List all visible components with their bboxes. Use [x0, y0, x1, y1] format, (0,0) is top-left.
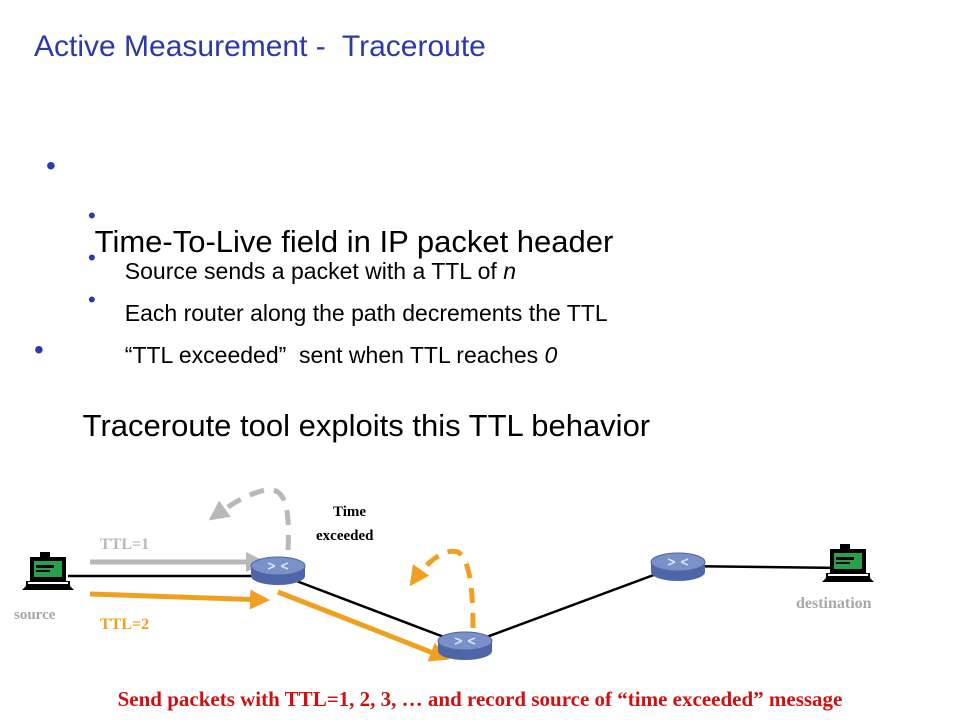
source-computer-icon — [22, 552, 74, 590]
router-3 — [650, 552, 706, 581]
bullet-marker: • — [88, 245, 96, 270]
router-1 — [250, 556, 306, 585]
sub-bullet-source-sends: • Source sends a packet with a TTL of n — [88, 203, 516, 285]
source-label: source — [14, 607, 56, 623]
destination-label: destination — [796, 595, 872, 612]
ttl2-label: TTL=2 — [100, 616, 149, 633]
ttl1-time-exceeded-return-arrow — [208, 487, 291, 551]
time-exceeded-label-line1: Time — [333, 504, 366, 520]
bullet-marker: • — [46, 150, 56, 181]
bullet-traceroute-tool: • Traceroute tool exploits this TTL beha… — [34, 334, 651, 444]
ttl1-label: TTL=1 — [100, 536, 149, 553]
bullet-marker: • — [88, 203, 96, 228]
network-links — [68, 564, 846, 647]
ttl2-arrow-segment2 — [277, 589, 450, 662]
bullet-marker: • — [88, 287, 96, 312]
bullet-traceroute-tool-text: Traceroute tool exploits this TTL behavi… — [82, 408, 651, 443]
sub-bullet-text: “TTL exceeded” sent when TTL reaches — [124, 342, 545, 368]
slide-title: Active Measurement - Traceroute — [34, 30, 486, 63]
bullet-marker: • — [34, 334, 44, 365]
time-exceeded-label-line2: exceeded — [316, 528, 374, 544]
footer-caption: Send packets with TTL=1, 2, 3, … and rec… — [117, 687, 843, 711]
destination-computer-icon — [822, 544, 874, 582]
router-icon — [454, 637, 476, 645]
ttl2-time-exceeded-return-arrow — [409, 548, 476, 629]
router-2 — [437, 631, 493, 660]
router-icon — [667, 558, 689, 566]
traceroute-diagram: source destination TTL=1 TTL=2 Time exce… — [14, 487, 874, 662]
sub-bullet-ttl-exceeded: • “TTL exceeded” sent when TTL reaches 0 — [88, 287, 558, 369]
router-icon — [267, 562, 289, 570]
bullet-ttl-field-text: Time-To-Live field in IP packet header — [94, 224, 614, 259]
sub-bullet-italic: 0 — [544, 342, 558, 368]
sub-bullet-text: Source sends a packet with a TTL of — [124, 258, 504, 284]
ttl2-arrow-segment1 — [89, 589, 270, 610]
bullet-ttl-field: • Time-To-Live field in IP packet header — [46, 150, 614, 260]
sub-bullet-italic: n — [503, 258, 516, 284]
link-router2-router3 — [464, 564, 679, 647]
link-router1-router2 — [277, 572, 466, 647]
sub-bullet-router-decrements: • Each router along the path decrements … — [88, 245, 608, 327]
sub-bullet-text: Each router along the path decrements th… — [124, 300, 608, 326]
link-router3-destination — [677, 564, 846, 570]
